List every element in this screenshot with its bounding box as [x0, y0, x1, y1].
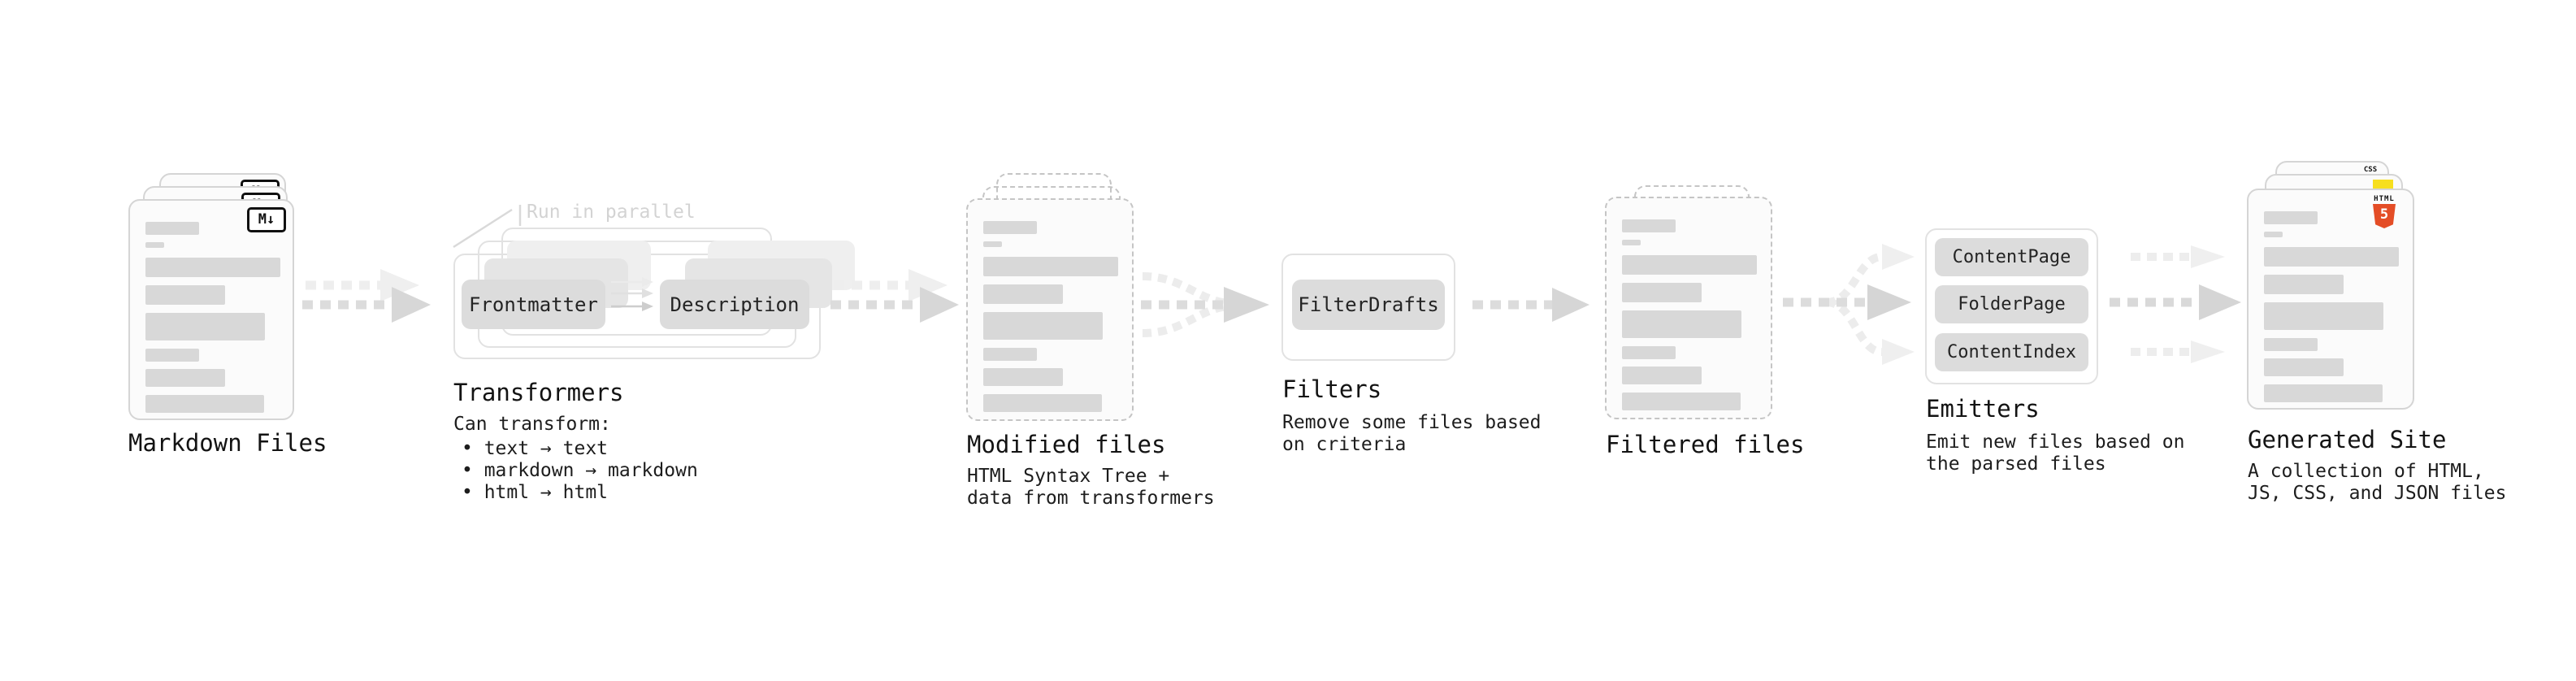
filtered-files-title: Filtered files	[1606, 431, 1805, 458]
flow-arrow-emitters-to-site	[2110, 245, 2241, 363]
emitter-content-page-label: ContentPage	[1952, 247, 2071, 267]
text-line-placeholder	[1622, 219, 1676, 232]
emitter-content-index-pill: ContentIndex	[1935, 333, 2088, 371]
html5-icon-label: HTML	[2374, 195, 2395, 203]
text-line-placeholder	[145, 395, 264, 413]
markdown-file-card: M↓	[128, 199, 294, 420]
text-line-placeholder	[983, 221, 1037, 234]
transformers-bullet: • text → text	[462, 438, 609, 459]
text-line-placeholder	[983, 394, 1102, 412]
text-line-placeholder	[983, 241, 1002, 247]
filters-subtitle-line: on criteria	[1282, 434, 1407, 455]
text-line-placeholder	[983, 368, 1063, 386]
transformers-bullet: • markdown → markdown	[462, 460, 698, 481]
emitter-folder-page-pill: FolderPage	[1935, 285, 2088, 323]
transformers-bullet: • html → html	[462, 482, 609, 503]
text-line-placeholder	[1622, 283, 1702, 302]
text-line-placeholder	[2264, 232, 2283, 237]
document-content-placeholder	[2264, 211, 2399, 402]
filters-subtitle-line: Remove some files based	[1282, 412, 1542, 433]
transformer-description-label: Description	[670, 293, 800, 316]
text-line-placeholder	[2264, 275, 2344, 294]
transformer-frontmatter-pill: Frontmatter	[462, 280, 605, 329]
text-line-placeholder	[145, 313, 265, 340]
filter-drafts-label: FilterDrafts	[1298, 293, 1439, 316]
markdown-icon: M↓	[247, 207, 286, 232]
generated-site-card-html: HTML 5	[2247, 189, 2414, 410]
filters-title: Filters	[1282, 375, 1382, 403]
flow-arrow-filtered-to-emitters	[1783, 244, 1915, 365]
document-content-placeholder	[983, 221, 1118, 412]
css3-icon-label: CSS	[2363, 166, 2378, 174]
js-icon	[2373, 180, 2393, 191]
text-line-placeholder	[2264, 384, 2383, 402]
transformers-description-heading: Can transform:	[453, 414, 611, 435]
text-line-placeholder	[983, 284, 1063, 304]
flow-arrow-transformers-to-modified	[830, 269, 959, 323]
flow-arrow-modified-to-filters	[1141, 272, 1269, 337]
document-content-placeholder	[1622, 219, 1757, 410]
text-line-placeholder	[2264, 247, 2399, 267]
emitters-subtitle-line: Emit new files based on	[1926, 432, 2185, 453]
emitter-content-index-label: ContentIndex	[1947, 342, 2076, 362]
filter-drafts-pill: FilterDrafts	[1292, 280, 1445, 330]
text-line-placeholder	[1622, 255, 1757, 275]
generated-site-title: Generated Site	[2248, 426, 2447, 453]
modified-files-subtitle-line: data from transformers	[967, 488, 1215, 509]
html5-icon-shield: 5	[2373, 204, 2396, 228]
modified-files-title: Modified files	[967, 431, 1166, 458]
generated-site-subtitle-line: A collection of HTML,	[2248, 461, 2484, 482]
text-line-placeholder	[145, 285, 225, 305]
text-line-placeholder	[1622, 310, 1741, 338]
text-line-placeholder	[145, 242, 164, 248]
transformer-frontmatter-label: Frontmatter	[469, 293, 598, 316]
emitters-title: Emitters	[1926, 395, 2040, 423]
markdown-icon-label: M↓	[258, 211, 275, 228]
flow-arrow-filters-to-filtered	[1472, 288, 1589, 322]
transformer-description-pill: Description	[660, 280, 809, 329]
filtered-file-card	[1605, 197, 1772, 419]
generated-site-subtitle-line: JS, CSS, and JSON files	[2248, 483, 2507, 504]
document-content-placeholder	[145, 222, 280, 413]
text-line-placeholder	[1622, 346, 1676, 359]
text-line-placeholder	[983, 348, 1037, 361]
modified-file-card	[966, 198, 1134, 421]
text-line-placeholder	[983, 312, 1103, 340]
text-line-placeholder	[2264, 338, 2318, 351]
text-line-placeholder	[2264, 302, 2383, 330]
text-line-placeholder	[1622, 367, 1702, 384]
text-line-placeholder	[145, 369, 225, 387]
text-line-placeholder	[2264, 211, 2318, 224]
emitters-subtitle-line: the parsed files	[1926, 453, 2106, 475]
flow-arrow-markdown-to-transformers	[302, 269, 431, 323]
text-line-placeholder	[1622, 393, 1741, 410]
annotation-connector-line	[453, 205, 522, 249]
markdown-files-title: Markdown Files	[128, 429, 327, 457]
text-line-placeholder	[145, 222, 199, 235]
html5-icon: HTML 5	[2366, 195, 2403, 228]
text-line-placeholder	[1622, 240, 1641, 245]
transform-step-arrows	[611, 277, 653, 311]
modified-files-subtitle-line: HTML Syntax Tree +	[967, 466, 1170, 487]
transformers-title: Transformers	[453, 379, 624, 406]
html5-icon-number: 5	[2379, 206, 2389, 223]
text-line-placeholder	[2264, 358, 2344, 376]
text-line-placeholder	[145, 258, 280, 277]
text-line-placeholder	[145, 349, 199, 362]
emitter-folder-page-label: FolderPage	[1958, 294, 2066, 314]
emitter-content-page-pill: ContentPage	[1935, 238, 2088, 276]
run-in-parallel-annotation: Run in parallel	[527, 202, 696, 223]
text-line-placeholder	[983, 257, 1118, 276]
